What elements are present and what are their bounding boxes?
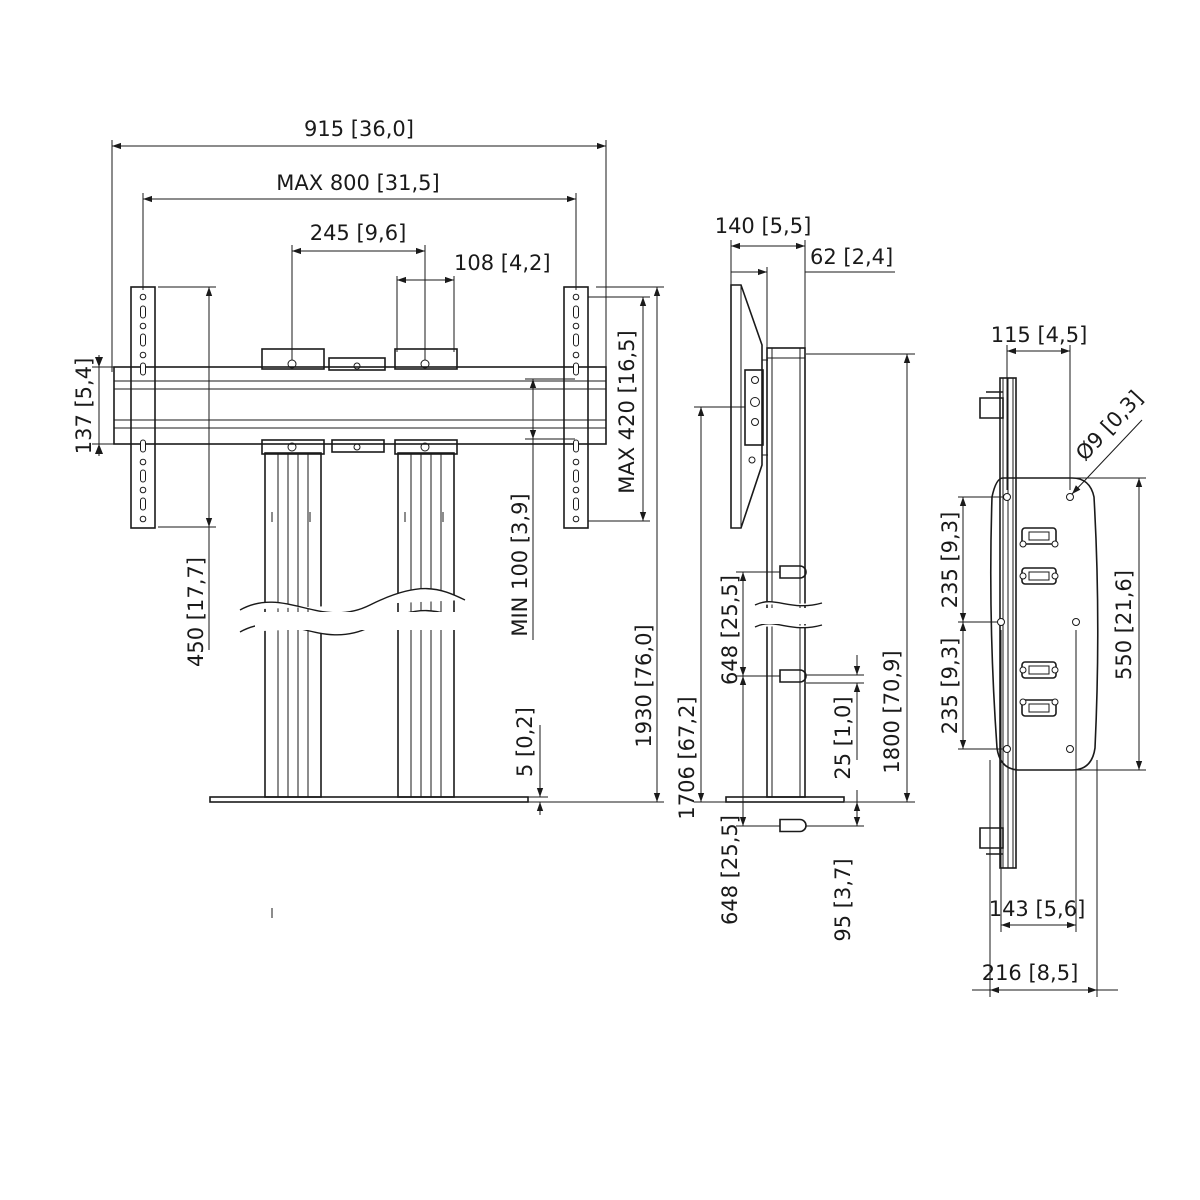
- rear-view: 115 [4,5] Ø9 [0,3] 235 [9,3] 235 [9,3] 5…: [938, 323, 1148, 997]
- svg-text:1706 [67,2]: 1706 [67,2]: [675, 696, 699, 819]
- svg-text:95 [3,7]: 95 [3,7]: [831, 858, 855, 941]
- front-left-interface-strip: [130, 286, 156, 529]
- dim-column-spacing: 245 [9,6]: [291, 221, 426, 360]
- front-view: 915 [36,0] MAX 800 [31,5] 245 [9,6] 108 …: [72, 117, 664, 918]
- dim-rear-upper-hole-spacing: 235 [9,3]: [938, 496, 1003, 623]
- svg-text:MAX 420 [16,5]: MAX 420 [16,5]: [615, 330, 639, 494]
- svg-text:245 [9,6]: 245 [9,6]: [310, 221, 407, 245]
- svg-text:140 [5,5]: 140 [5,5]: [715, 214, 812, 238]
- front-break-line: [239, 587, 466, 614]
- svg-text:143 [5,6]: 143 [5,6]: [989, 897, 1086, 921]
- svg-text:648 [25,5]: 648 [25,5]: [718, 815, 742, 925]
- dim-rear-bracket-width: 115 [4,5]: [991, 323, 1088, 490]
- svg-text:MAX 800 [31,5]: MAX 800 [31,5]: [276, 171, 440, 195]
- right-column-bracket: [394, 348, 458, 370]
- dim-plate-height: 450 [17,7]: [158, 286, 216, 667]
- dim-base-thickness: 5 [0,2]: [513, 707, 548, 815]
- svg-text:235 [9,3]: 235 [9,3]: [938, 638, 962, 735]
- dim-side-slot-height: 25 [1,0]: [806, 655, 864, 780]
- dim-side-column-height: 1800 [70,9]: [806, 353, 915, 803]
- dim-min-offset: MIN 100 [3,9]: [508, 378, 575, 640]
- svg-text:137 [5,4]: 137 [5,4]: [72, 358, 96, 455]
- front-mounting-rail: [113, 366, 607, 445]
- dim-side-bottom-slot: 95 [3,7]: [806, 790, 864, 942]
- left-column-bracket: [261, 348, 325, 370]
- front-left-column: [264, 452, 322, 918]
- dim-overall-height: 1930 [76,0]: [530, 286, 664, 803]
- svg-text:648 [25,5]: 648 [25,5]: [718, 575, 742, 685]
- svg-text:115 [4,5]: 115 [4,5]: [991, 323, 1088, 347]
- dim-side-column-depth: 62 [2,4]: [731, 245, 895, 350]
- dim-rear-plate-height: 550 [21,6]: [1075, 477, 1146, 771]
- dim-rear-hole-width: 143 [5,6]: [989, 630, 1086, 932]
- svg-text:MIN 100 [3,9]: MIN 100 [3,9]: [508, 493, 532, 636]
- svg-text:235 [9,3]: 235 [9,3]: [938, 512, 962, 609]
- svg-text:1930 [76,0]: 1930 [76,0]: [632, 624, 656, 747]
- dim-rear-plate-width: 216 [8,5]: [972, 760, 1118, 997]
- svg-text:25 [1,0]: 25 [1,0]: [831, 696, 855, 779]
- dim-side-center-height: 1706 [67,2]: [675, 406, 745, 820]
- rear-mounting-plate: [989, 477, 1099, 771]
- dim-side-upper-spacing: 648 [25,5]: [718, 571, 780, 685]
- svg-text:62 [2,4]: 62 [2,4]: [810, 245, 893, 269]
- svg-text:108 [4,2]: 108 [4,2]: [454, 251, 551, 275]
- svg-text:450 [17,7]: 450 [17,7]: [184, 557, 208, 667]
- svg-text:5 [0,2]: 5 [0,2]: [513, 707, 537, 777]
- dim-side-lower-spacing: 648 [25,5]: [718, 676, 780, 925]
- dim-rear-lower-hole-spacing: 235 [9,3]: [938, 622, 1003, 750]
- svg-text:550 [21,6]: 550 [21,6]: [1112, 570, 1136, 680]
- svg-text:915 [36,0]: 915 [36,0]: [304, 117, 414, 141]
- dim-side-depth: 140 [5,5]: [715, 214, 812, 350]
- front-right-interface-strip: [563, 286, 589, 529]
- front-base-plate: [209, 796, 529, 803]
- rear-mounting-block: [1019, 527, 1059, 717]
- dim-max-width: MAX 800 [31,5]: [142, 171, 577, 290]
- svg-text:1800 [70,9]: 1800 [70,9]: [880, 650, 904, 773]
- side-view: 140 [5,5] 62 [2,4] 1706 [67,2] 648 [25,5…: [675, 214, 915, 942]
- dim-max-height: MAX 420 [16,5]: [588, 296, 650, 522]
- dim-overall-width: 915 [36,0]: [111, 117, 607, 372]
- svg-text:216 [8,5]: 216 [8,5]: [982, 961, 1079, 985]
- dim-rail-height: 137 [5,4]: [72, 355, 118, 456]
- dim-column-width: 108 [4,2]: [396, 251, 551, 352]
